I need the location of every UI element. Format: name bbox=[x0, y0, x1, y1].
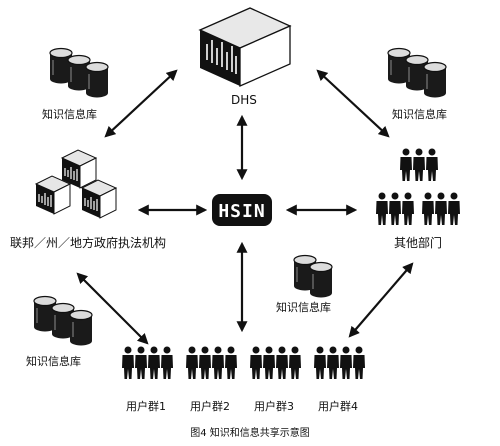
hsin-box bbox=[212, 194, 272, 226]
user-group-1-label: 用户群1 bbox=[126, 399, 166, 413]
user-group-2-label: 用户群2 bbox=[190, 399, 230, 413]
federal-servers-icon bbox=[35, 149, 117, 219]
arrow-kb-bottom-left-to-users bbox=[76, 272, 149, 345]
hsin-label: HSIN bbox=[218, 201, 265, 222]
user-group-4-icon bbox=[314, 347, 365, 380]
hsin-node: HSIN bbox=[212, 194, 272, 226]
dhs-server-icon bbox=[198, 7, 292, 87]
dhs-label: DHS bbox=[231, 93, 257, 107]
kb-center-label: 知识信息库 bbox=[276, 300, 331, 314]
user-group-3-label: 用户群3 bbox=[254, 399, 294, 413]
user-group-3-icon bbox=[250, 347, 301, 380]
kb-center-icon bbox=[294, 256, 332, 298]
other-departments-icon bbox=[376, 149, 460, 226]
arrow-dhs-to-kb-top-right bbox=[316, 69, 390, 138]
other-departments-label: 其他部门 bbox=[394, 235, 442, 250]
kb-top-left-label: 知识信息库 bbox=[42, 107, 97, 121]
user-group-1-icon bbox=[122, 347, 173, 380]
user-group-2-icon bbox=[186, 347, 237, 380]
kb-top-right-label: 知识信息库 bbox=[392, 107, 447, 121]
user-group-4-label: 用户群4 bbox=[318, 399, 358, 413]
kb-bottom-left-icon bbox=[34, 297, 92, 346]
federal-agencies-label: 联邦／州／地方政府执法机构 bbox=[10, 235, 166, 250]
kb-top-right-icon bbox=[388, 49, 446, 98]
arrow-other-departments-to-users bbox=[348, 262, 414, 338]
arrow-dhs-to-kb-top-left bbox=[104, 69, 178, 138]
kb-bottom-left-label: 知识信息库 bbox=[26, 354, 81, 368]
connection-arrows bbox=[76, 69, 414, 345]
figure-caption: 图4 知识和信息共享示意图 bbox=[190, 426, 310, 439]
kb-top-left-icon bbox=[50, 49, 108, 98]
